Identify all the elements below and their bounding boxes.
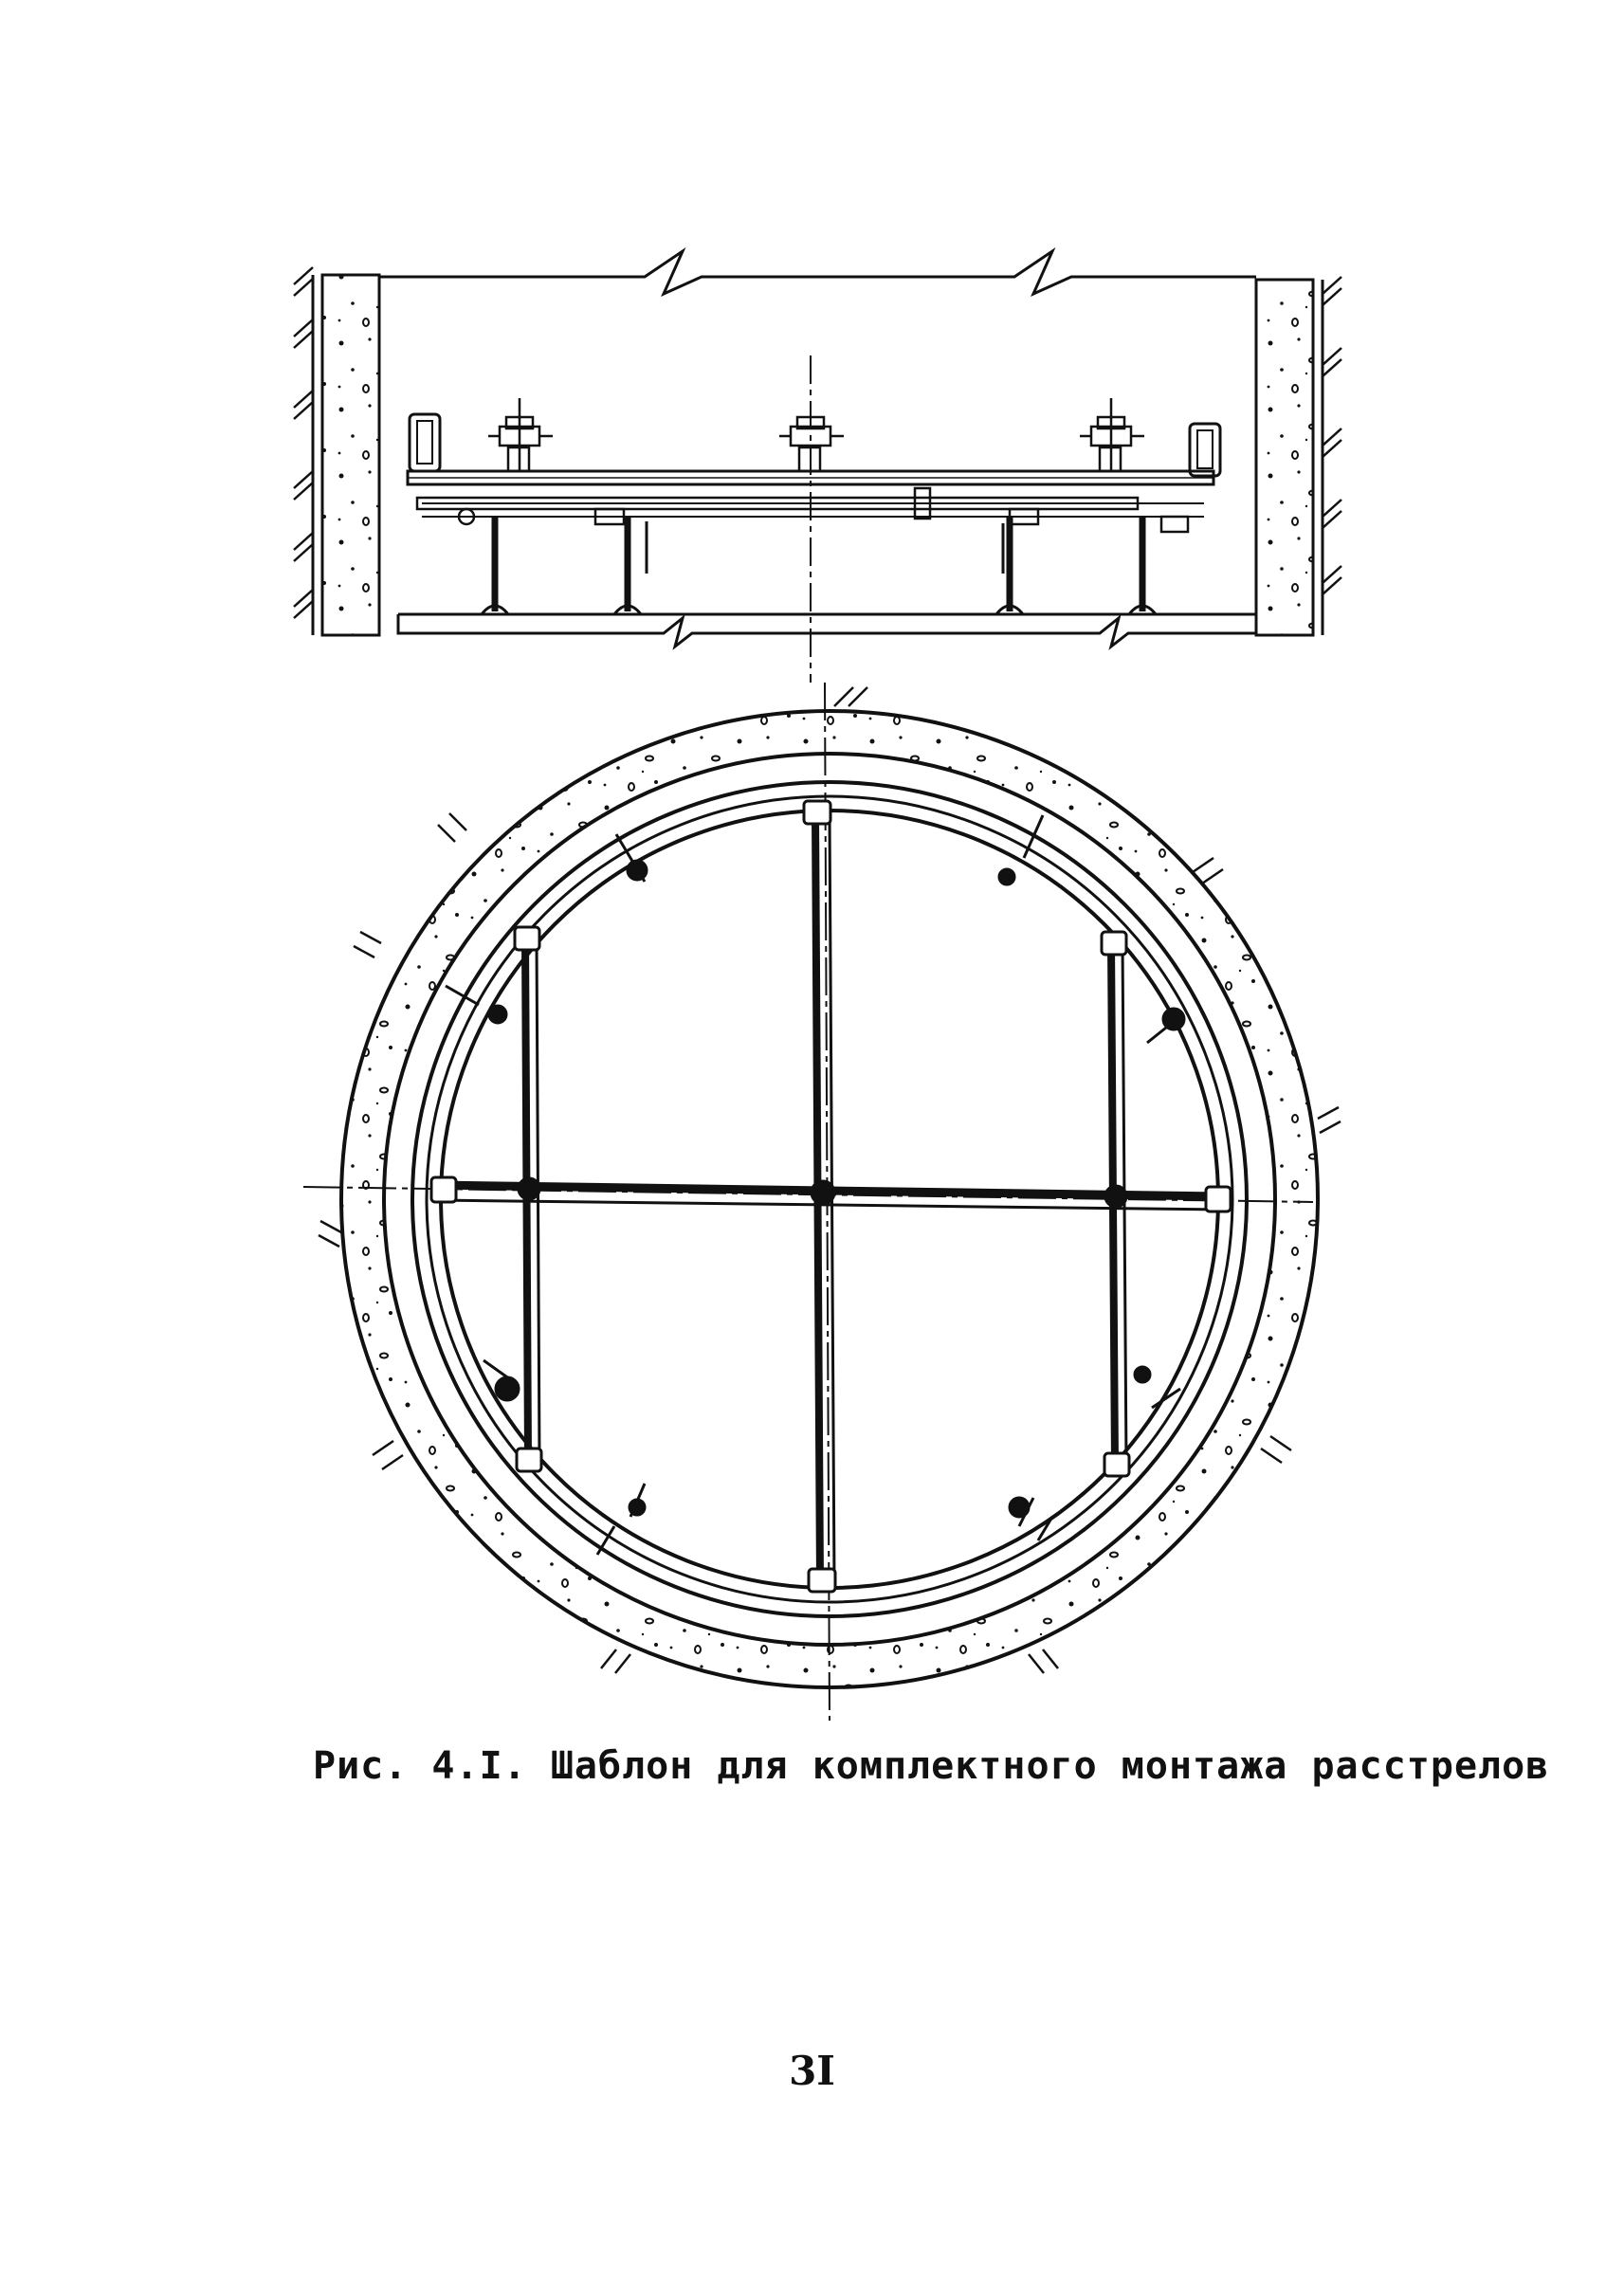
right-end-clamp: [1188, 422, 1222, 478]
support-post-1: [457, 507, 510, 615]
page-number: 3I: [789, 2048, 835, 2094]
left-end-clamp: [408, 412, 442, 473]
support-post-2: [593, 507, 648, 615]
joint-nodes: [429, 799, 1232, 1594]
figure-caption: Рис. 4.I. Шаблон для комплектного монтаж…: [313, 1744, 1550, 1788]
right-ground-hatching: [1322, 276, 1342, 595]
left-ground-hatching: [293, 266, 314, 619]
support-post-3: [994, 507, 1040, 615]
bottom-platform: [396, 612, 1256, 650]
guide-bracket-left: [488, 398, 553, 473]
guide-bracket-center: [779, 415, 844, 473]
guide-bracket-right: [1080, 398, 1144, 473]
elevation-section-view: [293, 246, 1342, 683]
plan-view: [302, 682, 1341, 1722]
ring-anchors: [445, 814, 1186, 1556]
top-break-line: [379, 246, 1256, 297]
right-shaft-wall: [1254, 278, 1324, 637]
plan-ground-hatching: [318, 686, 1341, 1674]
support-post-4: [1127, 515, 1190, 615]
left-shaft-wall: [311, 273, 381, 637]
